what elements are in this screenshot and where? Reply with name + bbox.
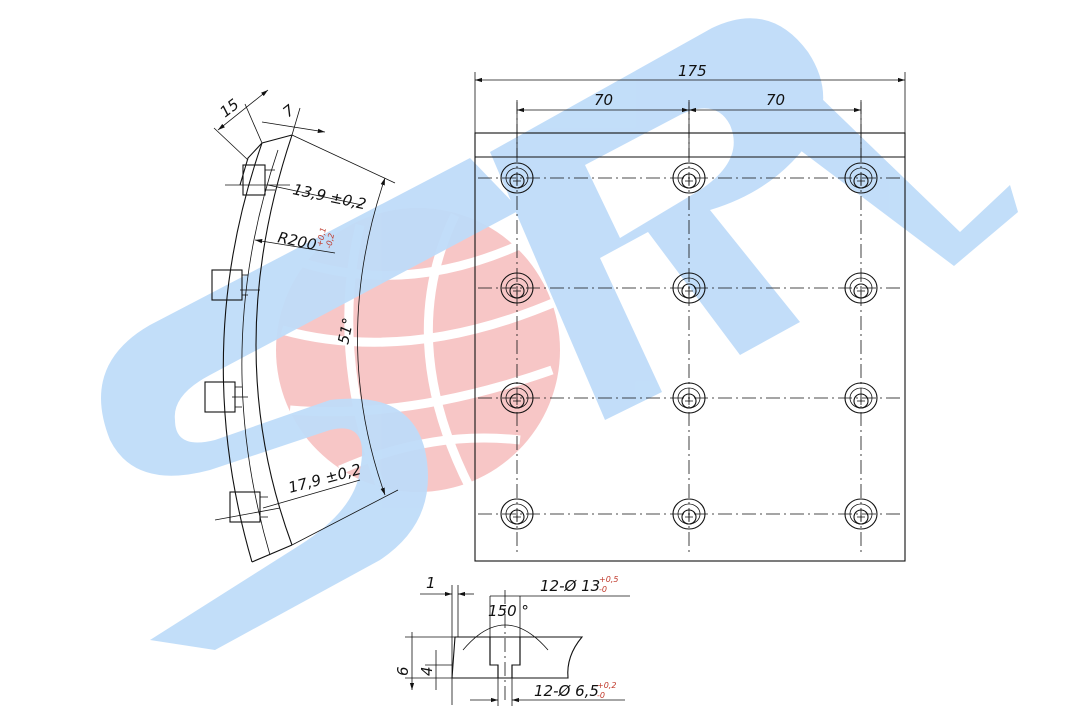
srl-letters: [101, 18, 1018, 650]
rivet-hole-outer: [500, 382, 534, 414]
rivet-hole-bore: [681, 173, 697, 189]
rivet-hole-outer: [672, 162, 706, 194]
letter-l: [760, 95, 1018, 266]
hole-tol-upper: +0,2: [597, 681, 616, 690]
dim-offset-7: 7: [279, 101, 298, 121]
dim-thickness-bottom: 17,9 ±0,2: [286, 460, 363, 497]
rivet-hole-cross: [513, 287, 521, 295]
rivet-hole-bore: [681, 509, 697, 525]
rivet-hole-cross: [685, 397, 693, 405]
rivet-hole-bore: [509, 283, 525, 299]
dim-thickness-top: 13,9 ±0,2: [291, 180, 368, 213]
radius-tol-upper: +0,1: [315, 227, 328, 248]
hole-tol-lower: -0: [597, 691, 605, 700]
dim-step: 1: [426, 574, 436, 592]
rivet-hole-bore: [853, 283, 869, 299]
dim-height: 6: [394, 666, 412, 676]
rivet-hole-cross: [513, 177, 521, 185]
letter-r: [490, 18, 824, 420]
rivet-hole-cross: [685, 513, 693, 521]
rivet-hole-cross: [513, 397, 521, 405]
rivet-hole-bore: [681, 393, 697, 409]
watermark-logo: [101, 18, 1018, 650]
rivet-hole-cross: [857, 397, 865, 405]
angle-label: 51°: [334, 316, 357, 346]
rivet-hole-bore: [509, 509, 525, 525]
section-detail: 1 12-Ø 13 +0,5 -0 150 ° 6 4 12-Ø 6,5 +0,…: [394, 574, 630, 706]
rivet-hole-outer: [672, 498, 706, 530]
counterbore-label: 12-Ø 13: [540, 577, 600, 595]
rivet-hole-bore: [509, 393, 525, 409]
rivet-hole-bore: [853, 173, 869, 189]
plan-view: 175 70 70: [474, 62, 906, 562]
rivet-hole-outer: [672, 272, 706, 304]
rivet-hole-cross: [857, 513, 865, 521]
rivet-hole-bore: [853, 393, 869, 409]
rivet-hole-cross: [685, 287, 693, 295]
rivet-hole-outer: [500, 272, 534, 304]
rivet-hole-outer: [844, 382, 878, 414]
counterbore-tol-upper: +0,5: [599, 575, 618, 584]
rivet-hole-cross: [513, 513, 521, 521]
dim-overall-width: 175: [678, 62, 707, 80]
rivet-hole-outer: [844, 498, 878, 530]
rivet-hole-outer: [844, 162, 878, 194]
rivet-hole-outer: [500, 498, 534, 530]
rivet-hole-bore: [509, 173, 525, 189]
radius-tol-lower: -0,2: [324, 232, 336, 249]
dim-pitch-left: 70: [594, 91, 613, 109]
counterbore-tol-lower: -0: [599, 585, 607, 594]
countersink-angle: 150 °: [488, 602, 529, 620]
rivet-hole-outer: [672, 382, 706, 414]
rivet-hole-bore: [681, 283, 697, 299]
letter-s: [101, 158, 520, 650]
rivet-hole-cross: [857, 287, 865, 295]
rivet-hole-cross: [857, 177, 865, 185]
radius-label: R200: [276, 228, 318, 254]
rivet-hole-cross: [685, 177, 693, 185]
rivet-hole-bore: [853, 509, 869, 525]
dim-pitch-right: 70: [766, 91, 785, 109]
dim-width-15: 15: [216, 95, 242, 121]
rivet-hole-outer: [844, 272, 878, 304]
dim-depth: 4: [418, 666, 436, 676]
hole-label: 12-Ø 6,5: [534, 682, 599, 700]
rivet-hole-outer: [500, 162, 534, 194]
rivet-holes: [478, 100, 902, 555]
